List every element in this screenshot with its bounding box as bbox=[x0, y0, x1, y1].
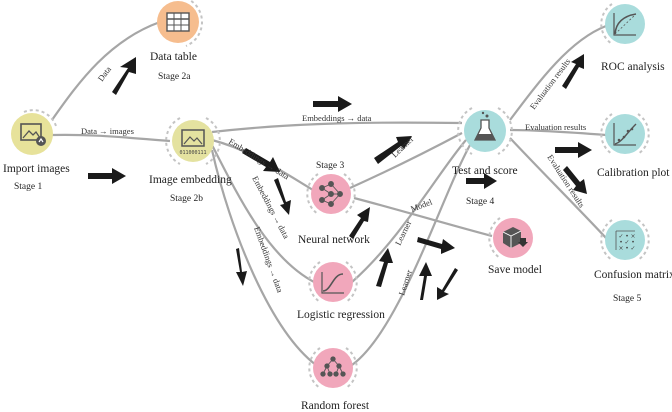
node-data-table[interactable]: Data table Stage 2a bbox=[150, 0, 203, 82]
node-label: ROC analysis bbox=[601, 61, 665, 73]
arrow-icon bbox=[112, 57, 136, 95]
image-embedding-icon: 011000111 bbox=[179, 129, 207, 156]
node-label: Logistic regression bbox=[297, 309, 385, 321]
node-confusion-matrix[interactable]: ✓•× •✓• ×•✓ Confusion matrix Stage 5 bbox=[594, 219, 672, 304]
arrow-icon bbox=[274, 178, 291, 215]
arrow-icon bbox=[313, 96, 352, 112]
node-image-embedding[interactable]: 011000111 Image embedding Stage 2b bbox=[149, 117, 232, 204]
stage-label: Stage 4 bbox=[466, 197, 494, 207]
sigmoid-curve-icon bbox=[321, 272, 344, 294]
node-import-images[interactable]: Import images Stage 1 bbox=[3, 109, 70, 192]
node-label: Calibration plot bbox=[597, 167, 670, 179]
table-icon bbox=[166, 12, 190, 32]
arrows bbox=[88, 54, 592, 300]
node-label: Image embedding bbox=[149, 174, 232, 186]
node-label: Neural network bbox=[298, 234, 370, 246]
arrow-icon bbox=[419, 262, 432, 300]
arrow-icon bbox=[563, 166, 587, 194]
svg-text:✓: ✓ bbox=[630, 245, 635, 252]
stage-label: Stage 3 bbox=[316, 161, 344, 171]
svg-text:×: × bbox=[630, 233, 635, 240]
input-ring bbox=[457, 107, 473, 155]
edge-label-learner: Learner bbox=[396, 268, 414, 296]
stage-label: Stage 2a bbox=[158, 72, 191, 82]
output-ring bbox=[23, 109, 57, 127]
node-label: Confusion matrix bbox=[594, 269, 672, 281]
node-label: Save model bbox=[488, 264, 542, 276]
link-neural-test bbox=[349, 132, 463, 190]
nodes: Import images Stage 1 Data table Stage 2… bbox=[3, 0, 672, 412]
image-upload-icon bbox=[20, 123, 46, 146]
svg-text:✓: ✓ bbox=[618, 233, 623, 240]
arrow-icon bbox=[376, 248, 393, 287]
svg-text:✓: ✓ bbox=[624, 239, 629, 246]
edge-label-data: Data bbox=[96, 64, 114, 83]
flask-icon bbox=[473, 111, 497, 141]
link-test-confusion bbox=[509, 137, 607, 239]
tree-icon bbox=[320, 356, 346, 377]
link-import-embedding bbox=[51, 133, 171, 143]
stage-label: Stage 1 bbox=[14, 182, 42, 192]
stage-label: Stage 2b bbox=[170, 194, 203, 204]
node-label: Random forest bbox=[301, 400, 370, 412]
node-label: Test and score bbox=[452, 165, 518, 177]
confusion-matrix-icon: ✓•× •✓• ×•✓ bbox=[615, 230, 636, 252]
input-ring bbox=[185, 0, 203, 47]
arrow-icon bbox=[466, 173, 497, 189]
svg-text:•: • bbox=[631, 239, 635, 246]
node-test-and-score[interactable]: Test and score Stage 4 bbox=[452, 107, 518, 207]
svg-text:•: • bbox=[625, 245, 629, 252]
save-box-icon bbox=[502, 227, 528, 248]
node-circle bbox=[605, 114, 645, 154]
icon-binary-text: 011000111 bbox=[179, 150, 206, 156]
node-label: Data table bbox=[150, 51, 197, 63]
arrow-icon bbox=[374, 136, 412, 164]
svg-text:•: • bbox=[625, 233, 629, 240]
link-embedding-test bbox=[211, 121, 463, 134]
edge-label-data-images: Data → images bbox=[81, 126, 134, 136]
arrow-icon bbox=[437, 268, 458, 300]
link-embedding-logistic bbox=[211, 144, 317, 284]
arrow-icon bbox=[242, 148, 280, 172]
node-save-model[interactable]: Save model bbox=[488, 217, 542, 276]
svg-text:•: • bbox=[619, 239, 623, 246]
arrow-icon bbox=[417, 237, 455, 254]
svg-text:×: × bbox=[618, 245, 623, 252]
link-logistic-test bbox=[351, 139, 467, 283]
arrow-icon bbox=[555, 142, 592, 158]
node-roc-analysis[interactable]: ROC analysis bbox=[600, 3, 665, 73]
node-random-forest[interactable]: Random forest bbox=[301, 347, 370, 412]
input-ring bbox=[165, 117, 181, 165]
link-forest-test bbox=[351, 144, 471, 366]
edge-label-embeddings-data: Embeddings → data bbox=[302, 113, 372, 123]
roc-curve-icon bbox=[613, 13, 637, 36]
link-neural-save bbox=[353, 196, 493, 238]
edge-label-learner: Learner bbox=[393, 219, 414, 247]
stage-label: Stage 5 bbox=[613, 294, 641, 304]
node-neural-network[interactable]: Neural network Stage 3 bbox=[298, 161, 370, 246]
node-circle bbox=[605, 4, 645, 44]
link-test-calib bbox=[509, 128, 607, 137]
neural-network-icon bbox=[319, 181, 343, 207]
output-ring bbox=[205, 117, 221, 165]
arrow-icon bbox=[349, 207, 370, 239]
node-circle bbox=[313, 348, 353, 388]
node-logistic-regression[interactable]: Logistic regression bbox=[297, 261, 385, 321]
calibration-plot-icon bbox=[613, 123, 637, 146]
node-label: Import images bbox=[3, 163, 70, 175]
link-embedding-forest bbox=[210, 149, 317, 366]
output-ring bbox=[497, 107, 513, 155]
node-calibration-plot[interactable]: Calibration plot bbox=[597, 113, 670, 179]
link-test-roc bbox=[509, 24, 607, 121]
edge-label-evaluation-results: Evaluation results bbox=[525, 122, 586, 132]
edge-label-model: Model bbox=[409, 196, 434, 214]
arrow-icon bbox=[88, 168, 126, 184]
link-import-table bbox=[51, 20, 161, 121]
links bbox=[51, 20, 607, 366]
node-circle bbox=[605, 220, 645, 260]
arrow-icon bbox=[236, 248, 247, 286]
arrow-icon bbox=[562, 54, 584, 89]
